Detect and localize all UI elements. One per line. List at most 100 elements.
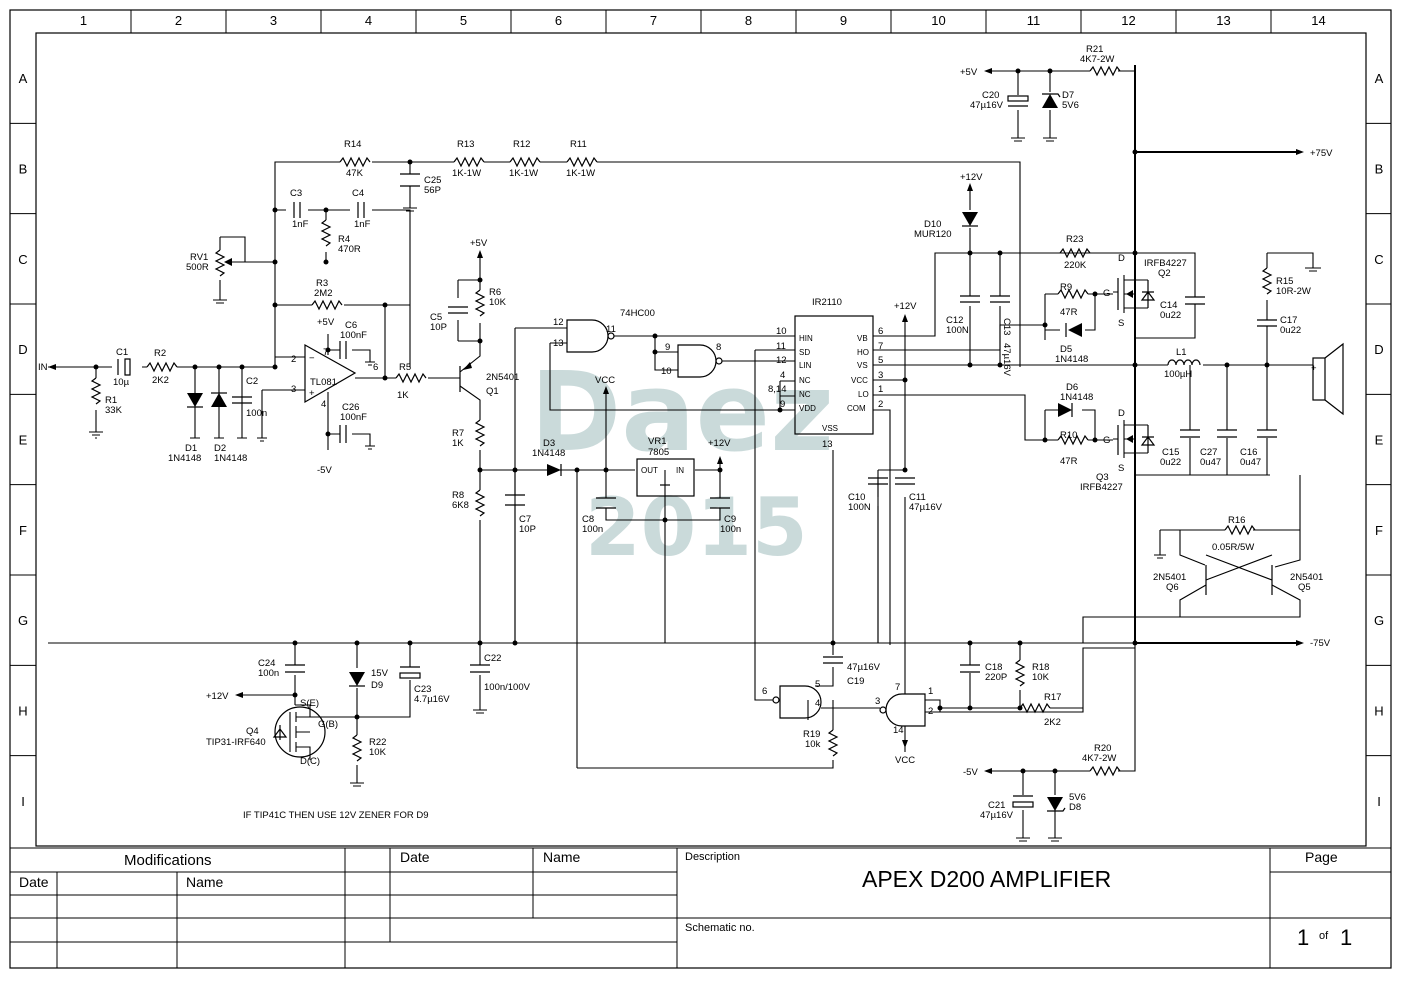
c24-value: 100n <box>258 668 279 679</box>
grid-col-10: 10 <box>931 13 945 28</box>
grid-row-right-I: I <box>1377 794 1381 809</box>
svg-text:3: 3 <box>875 696 880 707</box>
q3-value: IRFB4227 <box>1080 482 1123 493</box>
grid-row-left-D: D <box>18 342 27 357</box>
r2-ref: R2 <box>154 348 166 359</box>
r5-ref: R5 <box>399 362 411 373</box>
c11-ref: C11 <box>909 492 926 503</box>
grid-row-left-B: B <box>19 162 28 177</box>
grid-row-right-A: A <box>1375 71 1384 86</box>
r9-ref: R9 <box>1060 282 1072 293</box>
svg-text:NC: NC <box>799 390 811 399</box>
c12-value: 100N <box>946 325 969 336</box>
d2-ref: D2 <box>214 443 226 454</box>
svg-text:VCC: VCC <box>851 376 868 385</box>
svg-text:9: 9 <box>665 342 670 353</box>
c19-ref: C19 <box>847 676 864 687</box>
c8-ref: C8 <box>582 514 594 525</box>
c13-ref: C13 <box>1001 318 1012 335</box>
svg-text:1: 1 <box>928 686 933 697</box>
r21-value: 4K7-2W <box>1080 54 1114 65</box>
q2-value: IRFB4227 <box>1144 258 1187 269</box>
c23-value: 4.7µ16V <box>414 694 450 705</box>
d1-ref: D1 <box>185 443 197 454</box>
q4-ref: Q4 <box>246 726 259 737</box>
hc00-label: 74HC00 <box>620 308 655 319</box>
c18-ref: C18 <box>985 662 1002 673</box>
r11-ref: R11 <box>570 139 587 150</box>
description-label: Description <box>685 851 740 863</box>
r13-value: 1K-1W <box>452 168 481 179</box>
grid-row-right-D: D <box>1374 342 1383 357</box>
r16-value: 0.05R/5W <box>1212 542 1254 553</box>
r14-ref: R14 <box>344 139 361 150</box>
c4-ref: C4 <box>352 188 364 199</box>
grid-row-right-B: B <box>1375 162 1384 177</box>
svg-text:7: 7 <box>323 347 328 358</box>
grid-col-11: 11 <box>1027 13 1041 28</box>
c2-ref: C2 <box>246 376 258 387</box>
c1-value: 10µ <box>113 377 130 388</box>
r23-ref: R23 <box>1066 234 1083 245</box>
r3-ref: R3 <box>316 278 328 289</box>
r9-value: 47R <box>1060 307 1078 318</box>
svg-text:12: 12 <box>553 317 564 328</box>
d7-ref: D7 <box>1062 90 1074 101</box>
op-minus5-label: -5V <box>317 465 332 476</box>
c27-ref: C27 <box>1200 447 1217 458</box>
q3-ref: Q3 <box>1096 472 1109 483</box>
r18-ref: R18 <box>1032 662 1049 673</box>
c23-ref: C23 <box>414 684 431 695</box>
grid-row-left-H: H <box>18 704 27 719</box>
c27-value: 0u47 <box>1200 457 1221 468</box>
svg-text:SD: SD <box>799 348 810 357</box>
date-header: Date <box>400 849 430 865</box>
c5-ref: C5 <box>430 312 442 323</box>
grid-col-12: 12 <box>1121 13 1135 28</box>
r20-value: 4K7-2W <box>1082 753 1116 764</box>
d3-ref: D3 <box>543 438 555 449</box>
c25-ref: C25 <box>424 175 441 186</box>
r2-value: 2K2 <box>152 375 169 386</box>
c25-value: 56P <box>424 185 441 196</box>
grid-row-right-E: E <box>1375 433 1384 448</box>
svg-text:+: + <box>309 388 315 399</box>
svg-text:13: 13 <box>822 439 833 450</box>
grid-col-9: 9 <box>840 13 847 28</box>
bottom-minus5-label: -5V <box>963 767 978 778</box>
c9-ref: C9 <box>724 514 736 525</box>
c19-value: 47µ16V <box>847 662 881 673</box>
grid-row-left-G: G <box>18 613 28 628</box>
svg-text:2: 2 <box>291 354 296 365</box>
svg-text:7: 7 <box>878 341 883 352</box>
r22-ref: R22 <box>369 737 386 748</box>
r16-ref: R16 <box>1228 515 1245 526</box>
r1-ref: R1 <box>105 395 117 406</box>
r12-ref: R12 <box>513 139 530 150</box>
modifications-header: Modifications <box>124 852 212 869</box>
svg-text:10: 10 <box>776 326 787 337</box>
c26-value: 100nF <box>340 412 367 423</box>
c3-ref: C3 <box>290 188 302 199</box>
r20-ref: R20 <box>1094 743 1111 754</box>
svg-text:5: 5 <box>815 679 820 690</box>
svg-text:VSS: VSS <box>822 424 838 433</box>
c16-value: 0u47 <box>1240 457 1261 468</box>
c22-value: 100n/100V <box>484 682 531 693</box>
r7-value: 1K <box>452 438 464 449</box>
d8-ref: D8 <box>1069 802 1081 813</box>
c15-ref: C15 <box>1162 447 1179 458</box>
svg-text:9: 9 <box>780 399 785 410</box>
vr1-ref: VR1 <box>648 436 666 447</box>
svg-text:10: 10 <box>661 366 672 377</box>
d8-value: 5V6 <box>1069 792 1086 803</box>
page-total: 1 <box>1340 925 1352 950</box>
r19-value: 10k <box>805 739 821 750</box>
vr1-value: 7805 <box>648 447 669 458</box>
output-stage: +75V -75V +5V R21 4K7-2W C20 47µ16V D7 5… <box>48 44 1344 842</box>
c22-ref: C22 <box>484 653 501 664</box>
svg-text:14: 14 <box>893 725 904 736</box>
c2-value: 100n <box>246 408 267 419</box>
r19-ref: R19 <box>803 729 820 740</box>
